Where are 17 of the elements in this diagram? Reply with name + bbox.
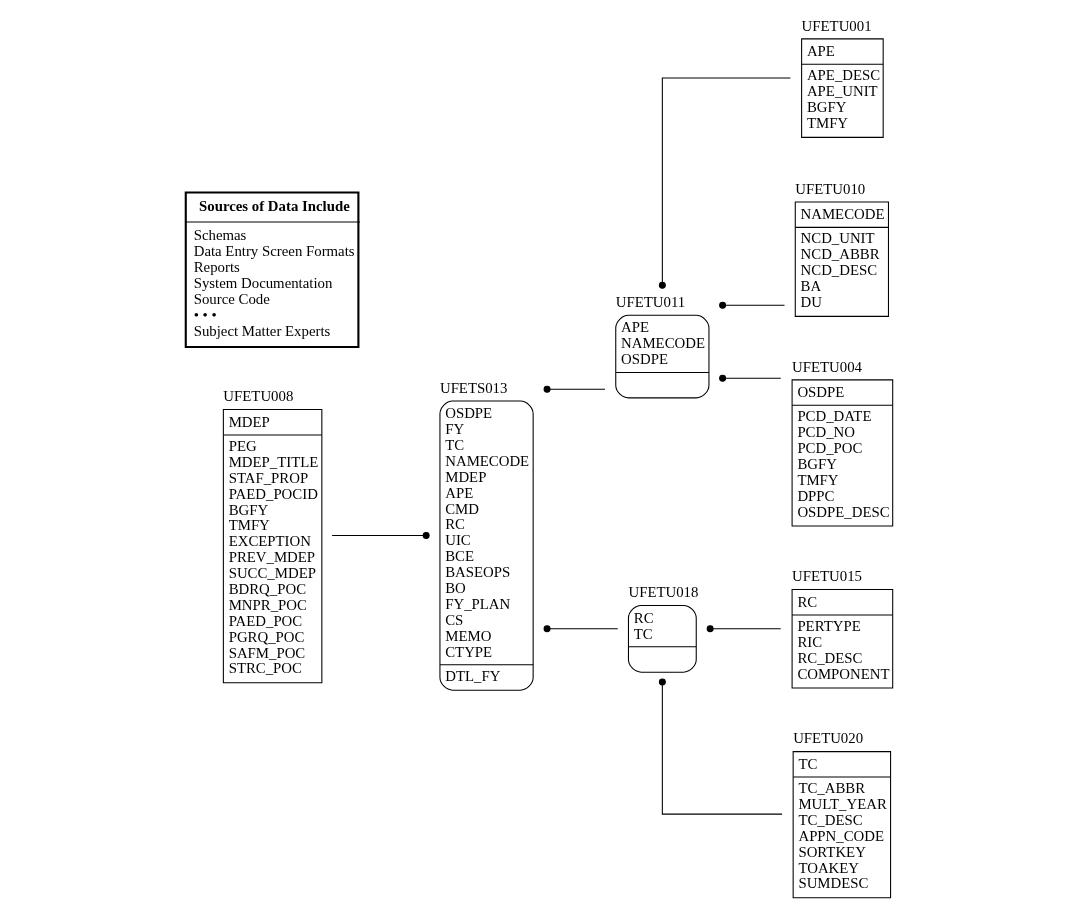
connector (718, 374, 781, 382)
connector (543, 625, 618, 633)
connector (706, 625, 781, 633)
node-label: UFETU020 (792, 730, 863, 747)
connector (658, 678, 783, 815)
node-label: UFETU001 (801, 17, 872, 34)
node-label: UFETU008 (222, 388, 293, 405)
node-label: UFETU018 (627, 584, 698, 601)
connector (658, 77, 791, 289)
connector (543, 385, 605, 393)
node-label: UFETU011 (615, 294, 685, 311)
node-label: UFETU010 (794, 180, 865, 197)
connector (331, 532, 430, 540)
node-label: UFETS013 (439, 379, 507, 396)
node-label: UFETU015 (791, 568, 862, 585)
connector (718, 301, 785, 309)
node-label: UFETU004 (791, 358, 862, 375)
